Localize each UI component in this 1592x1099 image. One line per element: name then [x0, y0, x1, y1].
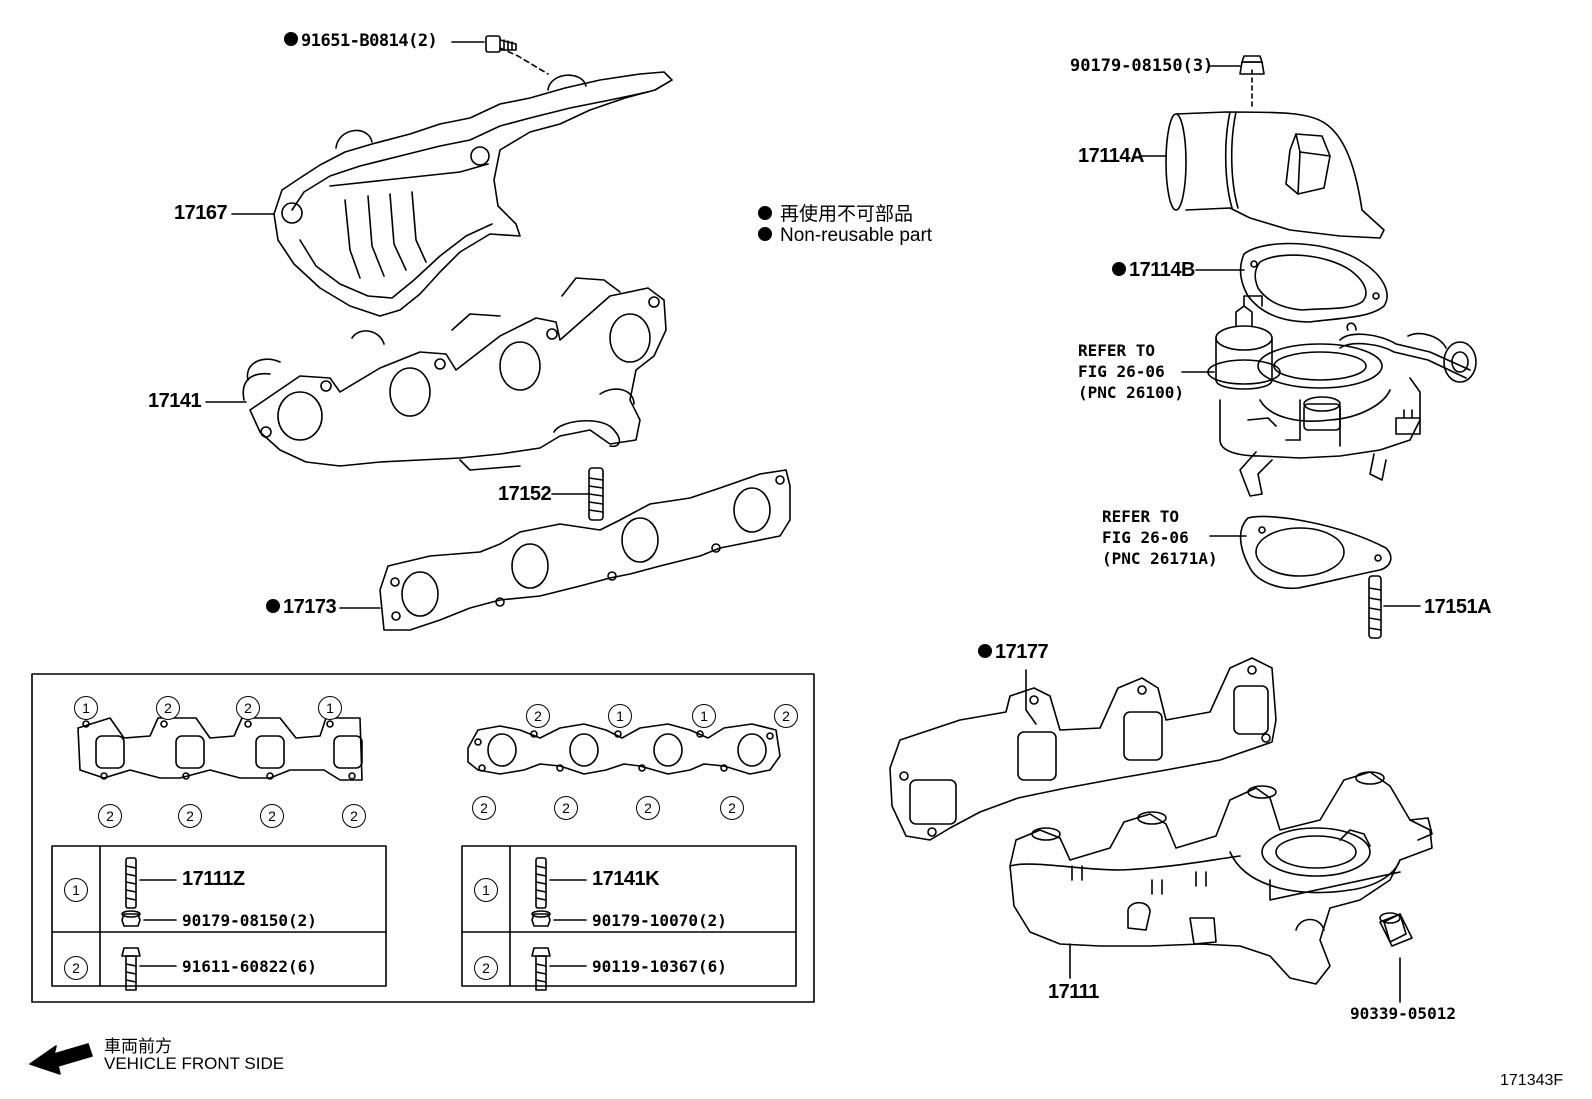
legend-dot-icon	[758, 205, 772, 220]
label-17151a: 17151A	[1424, 596, 1492, 618]
circle-num: 2	[178, 804, 202, 828]
heat-insulator-drawing	[273, 47, 673, 317]
circle-num: 2	[156, 696, 180, 720]
exhaust-manifold-drawing	[242, 277, 667, 471]
circle-num: 2	[472, 796, 496, 820]
egr-assembly-drawing	[1207, 295, 1477, 497]
label-91611-60822: 91611-60822(6)	[182, 957, 317, 976]
label-17167: 17167	[174, 202, 228, 224]
gasket-17173-drawing	[379, 469, 791, 631]
label-90179-08150-2: 90179-08150(2)	[182, 911, 317, 930]
circle-num: 2	[720, 796, 744, 820]
label-17141k: 17141K	[592, 868, 660, 890]
label-90179-08150-3: 90179-08150(3)	[1070, 56, 1214, 76]
circle-num: 2	[774, 704, 798, 728]
label-90119-10367: 90119-10367(6)	[592, 957, 727, 976]
legend-en: Non-reusable part	[758, 225, 932, 247]
label-17114a: 17114A	[1078, 145, 1144, 167]
inset-box	[31, 673, 815, 1003]
label-17152: 17152	[498, 483, 552, 505]
figure-id: 171343F	[1500, 1072, 1564, 1089]
table-row-num: 2	[474, 956, 498, 980]
circle-num: 1	[692, 704, 716, 728]
direction-en: VEHICLE FRONT SIDE	[104, 1054, 285, 1073]
circle-num: 2	[636, 796, 660, 820]
circle-num: 2	[554, 796, 578, 820]
legend-jp: 再使用不可部品	[758, 199, 913, 226]
non-reusable-dot-icon	[978, 643, 992, 658]
bolt-91651-drawing	[485, 35, 517, 53]
non-reusable-dot-icon	[266, 598, 280, 613]
circle-num: 1	[608, 704, 632, 728]
ref-26100: REFER TO FIG 26-06 (PNC 26100)	[1078, 341, 1184, 402]
direction-jp: 車両前方	[104, 1037, 172, 1056]
gasket-17114b-drawing	[1239, 242, 1388, 323]
stud-17151a-drawing	[1368, 575, 1382, 639]
stud-17152-drawing	[588, 467, 604, 521]
label-17111z: 17111Z	[182, 868, 245, 890]
intake-manifold-drawing	[1009, 771, 1433, 985]
table-row-num: 2	[64, 956, 88, 980]
label-17177: 17177	[978, 641, 1049, 664]
label-90179-10070-2: 90179-10070(2)	[592, 911, 727, 930]
sleeve-90339-drawing	[1379, 912, 1413, 947]
label-17111: 17111	[1048, 981, 1099, 1003]
circle-num: 2	[98, 804, 122, 828]
legend-dot-icon	[758, 226, 772, 241]
table-row-num: 1	[474, 878, 498, 902]
outlet-pipe-drawing	[1165, 55, 1385, 239]
circle-num: 1	[318, 696, 342, 720]
label-17141: 17141	[148, 390, 202, 412]
circle-num: 1	[74, 696, 98, 720]
non-reusable-dot-icon	[1112, 261, 1126, 276]
ref-26171a: REFER TO FIG 26-06 (PNC 26171A)	[1102, 507, 1218, 568]
label-17173: 17173	[266, 596, 337, 619]
circle-num: 2	[526, 704, 550, 728]
leader-lines-left	[205, 41, 589, 609]
leader-lines-right	[1025, 65, 1421, 1003]
gasket-17177-drawing	[889, 657, 1277, 841]
label-90339: 90339-05012	[1350, 1004, 1456, 1023]
gasket-26171a-drawing	[1239, 515, 1392, 590]
table-row-num: 1	[64, 878, 88, 902]
label-91651: 91651-B0814(2)	[284, 31, 438, 51]
non-reusable-dot-icon	[284, 32, 298, 46]
circle-num: 2	[260, 804, 284, 828]
label-17114b: 17114B	[1112, 259, 1195, 282]
vehicle-front-arrow	[29, 1043, 93, 1075]
circle-num: 2	[236, 696, 260, 720]
circle-num: 2	[342, 804, 366, 828]
